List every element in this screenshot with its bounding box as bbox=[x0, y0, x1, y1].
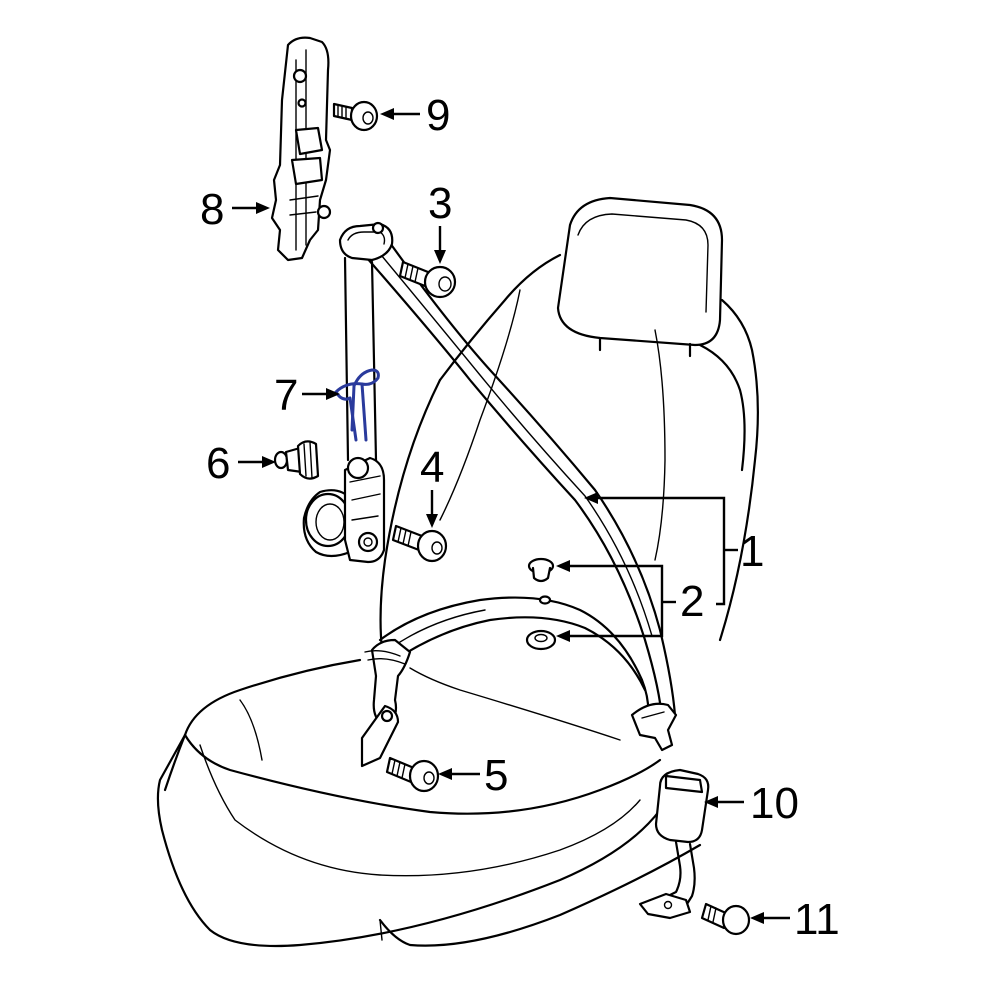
bushing-upper bbox=[527, 557, 555, 583]
callout-5: 5 bbox=[484, 751, 508, 800]
bolt-3 bbox=[398, 260, 457, 299]
belt-guide-clip bbox=[334, 368, 380, 442]
headrest bbox=[556, 196, 724, 347]
retractor-assembly bbox=[302, 456, 386, 564]
seat bbox=[156, 196, 759, 948]
callout-11: 11 bbox=[794, 895, 840, 944]
bolt-9 bbox=[332, 100, 379, 132]
bushing-lower bbox=[525, 629, 557, 651]
d-ring-guide bbox=[338, 221, 394, 262]
seat-belt-buckle bbox=[638, 768, 710, 920]
latch-plate bbox=[630, 702, 678, 752]
height-adjuster bbox=[270, 36, 332, 262]
retractor-webbing bbox=[343, 256, 378, 462]
bolt-11 bbox=[700, 902, 751, 936]
callout-6: 6 bbox=[206, 439, 230, 488]
push-clip bbox=[273, 440, 320, 480]
callout-2: 2 bbox=[680, 577, 704, 626]
callout-4: 4 bbox=[420, 443, 444, 492]
leader-lines bbox=[232, 108, 790, 924]
callout-9: 9 bbox=[426, 91, 450, 140]
bolt-4 bbox=[391, 524, 448, 563]
seat-cushion bbox=[156, 658, 662, 948]
callout-1: 1 bbox=[740, 527, 764, 576]
callout-7: 7 bbox=[274, 371, 298, 420]
callout-labels: 1 2 3 4 5 6 7 8 9 10 11 bbox=[200, 91, 840, 944]
callout-10: 10 bbox=[750, 779, 799, 828]
callout-3: 3 bbox=[428, 179, 452, 228]
seat-back bbox=[438, 253, 562, 382]
bolt-5 bbox=[385, 756, 440, 793]
seat-belt-webbing bbox=[358, 234, 678, 768]
callout-8: 8 bbox=[200, 185, 224, 234]
